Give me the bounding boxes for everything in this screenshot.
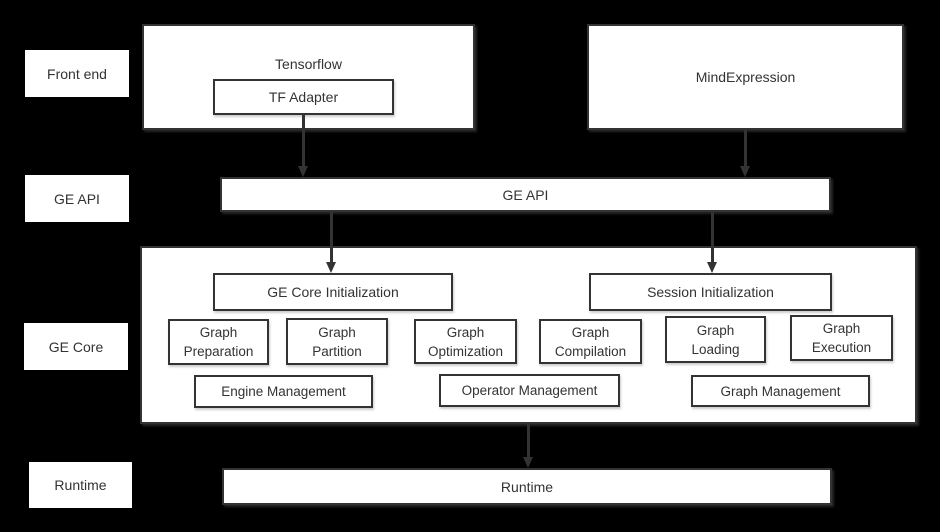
tensorflow-label: Tensorflow	[275, 56, 342, 72]
row-label-runtime: Runtime	[29, 462, 132, 508]
node-tensorflow: Tensorflow TF Adapter	[142, 24, 475, 130]
row-label-front-end: Front end	[25, 50, 129, 97]
arrow-mindexpression-to-ge-api	[739, 130, 751, 177]
arrow-ge-api-to-session-init	[706, 212, 718, 273]
arrow-head-icon	[298, 166, 308, 177]
arrow-tf-adapter-to-ge-api	[297, 115, 309, 177]
node-ge-core-initialization: GE Core Initialization	[213, 273, 453, 311]
arrow-shaft	[743, 130, 747, 166]
node-graph-partition: Graph Partition	[286, 318, 388, 365]
node-graph-compilation: Graph Compilation	[539, 319, 642, 364]
arrow-shaft	[329, 212, 333, 262]
node-engine-management: Engine Management	[194, 375, 373, 408]
arrow-head-icon	[740, 166, 750, 177]
arrow-head-icon	[523, 457, 533, 468]
node-graph-execution: Graph Execution	[790, 315, 893, 361]
node-graph-loading: Graph Loading	[665, 316, 766, 363]
arrow-ge-core-to-runtime	[522, 424, 534, 468]
node-ge-core-container: GE Core Initialization Session Initializ…	[140, 246, 917, 424]
arrow-shaft	[301, 115, 305, 166]
node-ge-api-bar: GE API	[220, 177, 831, 212]
node-mindexpression: MindExpression	[587, 24, 904, 130]
node-graph-optimization: Graph Optimization	[414, 319, 517, 364]
node-operator-management: Operator Management	[439, 374, 620, 407]
node-graph-preparation: Graph Preparation	[168, 319, 269, 365]
arrow-shaft	[526, 424, 530, 457]
arrow-head-icon	[326, 262, 336, 273]
arrow-ge-api-to-ge-core-init	[325, 212, 337, 273]
node-session-initialization: Session Initialization	[589, 273, 832, 311]
node-tf-adapter: TF Adapter	[213, 79, 394, 115]
row-label-ge-api: GE API	[25, 175, 129, 222]
arrow-head-icon	[707, 262, 717, 273]
node-runtime-bar: Runtime	[222, 468, 832, 505]
arrow-shaft	[710, 212, 714, 262]
row-label-ge-core: GE Core	[24, 323, 128, 370]
node-graph-management: Graph Management	[691, 375, 870, 407]
